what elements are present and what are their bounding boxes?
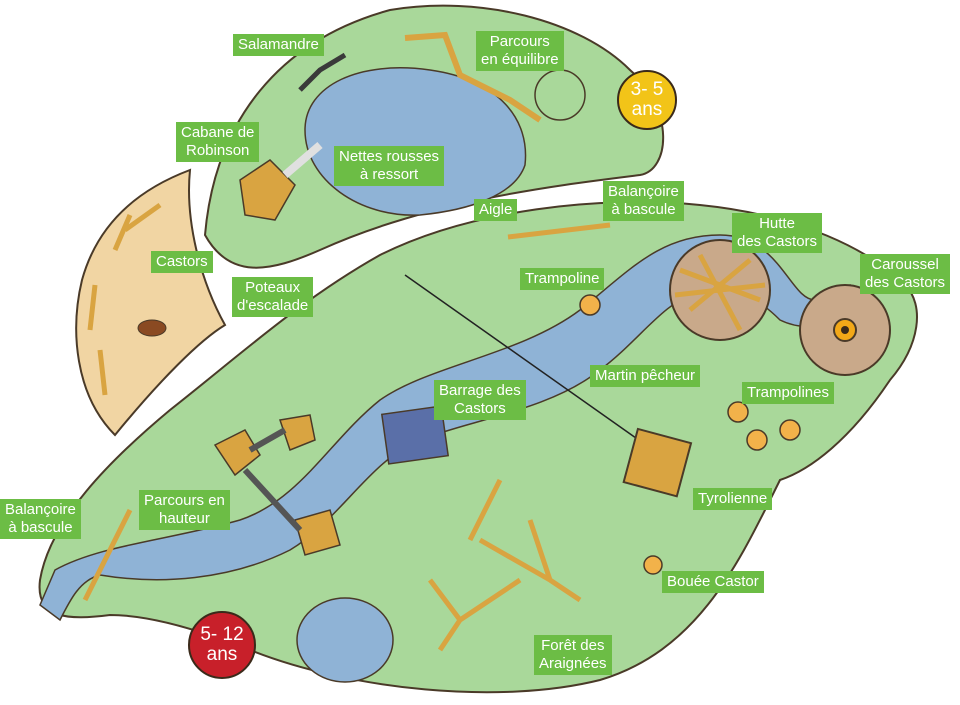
spider-forest-icon [428,478,582,652]
carousel-hub-icon [841,326,849,334]
label-aigle[interactable]: Aigle [474,199,518,221]
label-parcours-hauteur[interactable]: Parcours en hauteur [139,490,230,530]
label-trampolines[interactable]: Trampolines [742,382,834,404]
label-balancoire-haut[interactable]: Balançoire à bascule [603,181,684,221]
label-parcours-equilibre[interactable]: Parcours en équilibre [476,31,564,71]
robinson-slide [282,141,323,179]
castors-sand-area [75,168,227,437]
label-barrage[interactable]: Barrage des Castors [434,380,526,420]
label-bouee[interactable]: Bouée Castor [662,571,764,593]
robinson-cabin-icon [239,159,296,221]
castors-fence-icon [87,202,162,396]
label-foret[interactable]: Forêt des Araignées [534,635,612,675]
zipline-cable [404,274,661,456]
label-balancoire-gauche[interactable]: Balançoire à bascule [0,499,81,539]
label-salamandre[interactable]: Salamandre [233,34,324,56]
balance-course-icon [404,31,542,123]
label-caroussel[interactable]: Caroussel des Castors [860,254,951,294]
label-castors[interactable]: Castors [151,251,213,273]
trampoline-icons [579,294,801,575]
label-poteaux[interactable]: Poteaux d'escalade [232,277,314,317]
age-badge-3-5: 3- 5 ans [617,70,677,130]
age-badge-5-12: 5- 12 ans [188,611,256,679]
eagle-swing-icon [507,222,611,240]
left-seesaw-icon [82,508,133,602]
label-martin-pecheur[interactable]: Martin pêcheur [590,365,701,387]
beaver-figure-icon [137,319,167,337]
zipline-station-icon [622,427,693,498]
label-nettes-rousses[interactable]: Nettes rousses à ressort [334,146,445,186]
label-tyrolienne[interactable]: Tyrolienne [693,488,773,510]
beaver-hut-logs-icon [674,253,766,332]
bottom-pond [296,597,394,683]
label-cabane-robinson[interactable]: Cabane de Robinson [176,122,260,162]
label-hutte-castors[interactable]: Hutte des Castors [732,213,823,253]
label-trampoline[interactable]: Trampoline [520,268,605,290]
salamander-icon [298,52,347,92]
high-ropes-towers-icon [213,414,341,556]
high-ropes-bridge [242,427,303,533]
dam-net-icon [380,405,450,465]
